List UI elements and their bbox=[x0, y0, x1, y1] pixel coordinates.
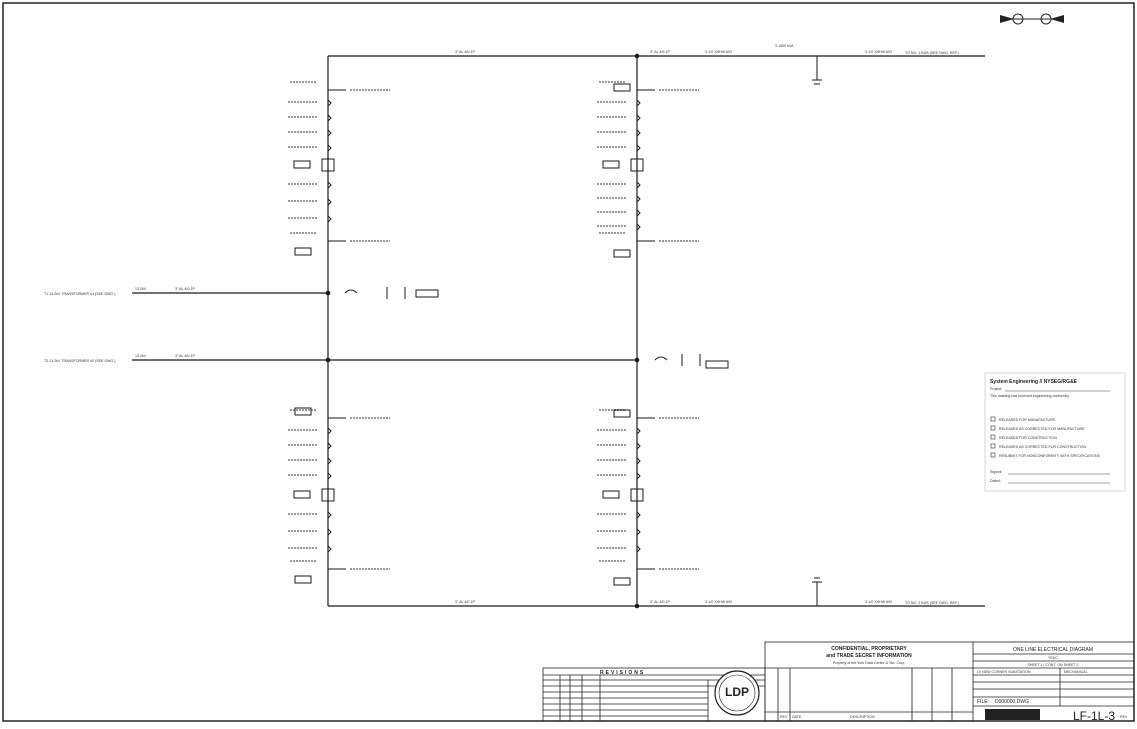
bottom-right-feeder-label: TO NO. 2 BUS (SEE DWG. REF.) bbox=[905, 601, 959, 605]
north-arrow-icon bbox=[1000, 13, 1064, 25]
rev-label: REV bbox=[1120, 715, 1128, 719]
approval-checkbox[interactable] bbox=[990, 452, 996, 458]
svg-text:3" AL 4/0-1P: 3" AL 4/0-1P bbox=[455, 600, 476, 604]
breaker-symbol bbox=[636, 129, 641, 137]
svg-text:3-1/0 XHHW 600: 3-1/0 XHHW 600 bbox=[705, 600, 732, 604]
diagram-title: ONE LINE ELECTRICAL DIAGRAM bbox=[1013, 647, 1093, 653]
revisions-label: REVISIONS bbox=[600, 670, 645, 676]
breaker-symbol bbox=[327, 181, 332, 189]
drawing-number: LF-1L-3 bbox=[1073, 709, 1115, 723]
breaker-symbol bbox=[636, 545, 641, 553]
breaker-symbol bbox=[636, 472, 641, 480]
confidential-line-3: Property of the York Data Centre & Ste. … bbox=[833, 661, 906, 665]
approval-dated-label: Dated: bbox=[990, 479, 1001, 483]
svg-text:3" AL 4/0-1P: 3" AL 4/0-1P bbox=[650, 50, 671, 54]
breaker-symbol bbox=[327, 99, 332, 107]
breaker-symbol bbox=[636, 223, 641, 231]
top-right-feeder-label: TO NO. 1 BUS (SEE DWG. REF.) bbox=[905, 51, 959, 55]
svg-text:13.2kV: 13.2kV bbox=[135, 287, 147, 291]
approval-box: System Engineering // NYSEG/RG&E Project… bbox=[984, 372, 1126, 492]
title-line-2: YEDC bbox=[1048, 656, 1058, 660]
breaker-symbol bbox=[636, 195, 641, 203]
breaker-symbol bbox=[636, 427, 641, 435]
breaker-symbol bbox=[327, 114, 332, 122]
approval-checkbox[interactable] bbox=[990, 443, 996, 449]
breaker-symbol bbox=[327, 129, 332, 137]
approval-option-label: RELEASED FOR MANUFACTURE bbox=[999, 418, 1056, 422]
file-value: D000000.DWG bbox=[995, 699, 1029, 705]
approval-checkbox[interactable] bbox=[990, 425, 996, 431]
breaker-symbol bbox=[327, 545, 332, 553]
breaker-symbol bbox=[327, 427, 332, 435]
svg-text:3-1500 kVA: 3-1500 kVA bbox=[775, 44, 794, 48]
breaker-symbol bbox=[636, 528, 641, 536]
breaker-symbol bbox=[327, 442, 332, 450]
svg-text:13.2kV: 13.2kV bbox=[135, 354, 147, 358]
breaker-symbol bbox=[636, 99, 641, 107]
title-line-4: LV NEW CORNER SUBSTATION bbox=[977, 670, 1031, 674]
svg-text:3" AL 4/0-1P: 3" AL 4/0-1P bbox=[175, 287, 196, 291]
feeder-breakers bbox=[325, 53, 822, 609]
col-rev: REV bbox=[780, 715, 788, 719]
approval-signed-label: Signed: bbox=[990, 470, 1002, 474]
bus-annotations: 3" AL 4/0-1P 3" AL 4/0-1P 3-1/0 XHHW 600… bbox=[135, 44, 892, 604]
svg-text:3" AL 4/0-1P: 3" AL 4/0-1P bbox=[650, 600, 671, 604]
title-line-3: SHEET 1 / CONT. ON SHEET 2 bbox=[1028, 663, 1079, 667]
svg-text:3" AL 4/0-1P: 3" AL 4/0-1P bbox=[455, 50, 476, 54]
confidential-line-1: CONFIDENTIAL, PROPRIETARY bbox=[831, 646, 907, 652]
approval-note: This drawing has received engineering co… bbox=[990, 394, 1069, 398]
svg-text:3-1/0 XHHW 600: 3-1/0 XHHW 600 bbox=[705, 50, 732, 54]
breaker-symbol bbox=[636, 114, 641, 122]
approval-option-label: RESUBMIT FOR NONCONFORMITY WITH SPECIFIC… bbox=[999, 454, 1101, 458]
main-bus-lines bbox=[132, 55, 985, 607]
col-date: DATE bbox=[792, 715, 802, 719]
approval-project-label: Project: bbox=[990, 387, 1002, 391]
breaker-symbol bbox=[636, 511, 641, 519]
approval-options: RELEASED FOR MANUFACTURE RELEASED AS CORR… bbox=[990, 416, 1101, 458]
left-feeder-2-label: T2 13.2kV TRANSFORMER #2 (SEE DWG.) bbox=[44, 359, 115, 363]
breaker-symbol bbox=[327, 457, 332, 465]
breaker-symbol bbox=[327, 528, 332, 536]
breaker-symbol bbox=[636, 209, 641, 217]
breaker-symbol bbox=[636, 144, 641, 152]
breaker-symbol bbox=[327, 511, 332, 519]
left-feeder-1-label: T1 13.2kV TRANSFORMER #1 (SEE DWG.) bbox=[44, 292, 115, 296]
svg-text:3-1/0 XHHW 600: 3-1/0 XHHW 600 bbox=[865, 50, 892, 54]
title-block bbox=[764, 641, 1135, 722]
approval-checkbox[interactable] bbox=[990, 416, 996, 422]
confidential-line-2: and TRADE SECRET INFORMATION bbox=[826, 653, 912, 659]
breaker-symbol bbox=[327, 144, 332, 152]
switchgear-boxes bbox=[293, 83, 644, 586]
approval-heading: System Engineering // NYSEG/RG&E bbox=[990, 379, 1078, 385]
breaker-symbol bbox=[636, 442, 641, 450]
svg-text:3-1/0 XHHW 600: 3-1/0 XHHW 600 bbox=[865, 600, 892, 604]
approval-option-label: RELEASED AS CORRECTED FOR CONSTRUCTION bbox=[999, 445, 1086, 449]
approval-option-label: RELEASED AS CORRECTED FOR MANUFACTURE bbox=[999, 427, 1085, 431]
breaker-symbol bbox=[327, 198, 332, 206]
breaker-symbol bbox=[636, 457, 641, 465]
file-label: FILE: bbox=[977, 699, 989, 705]
engineering-logo-icon bbox=[985, 709, 1040, 720]
svg-text:3" AL 4/0-1P: 3" AL 4/0-1P bbox=[175, 354, 196, 358]
breaker-symbol bbox=[636, 181, 641, 189]
company-logo: LDP bbox=[714, 670, 760, 716]
breaker-symbol bbox=[327, 472, 332, 480]
breaker-symbol bbox=[327, 215, 332, 223]
logo-text: LDP bbox=[725, 685, 749, 699]
approval-option-label: RELEASED FOR CONSTRUCTION bbox=[999, 436, 1057, 440]
title-line-5: MECHANICAL bbox=[1064, 670, 1088, 674]
col-description: DESCRIPTION bbox=[850, 715, 875, 719]
approval-checkbox[interactable] bbox=[990, 434, 996, 440]
